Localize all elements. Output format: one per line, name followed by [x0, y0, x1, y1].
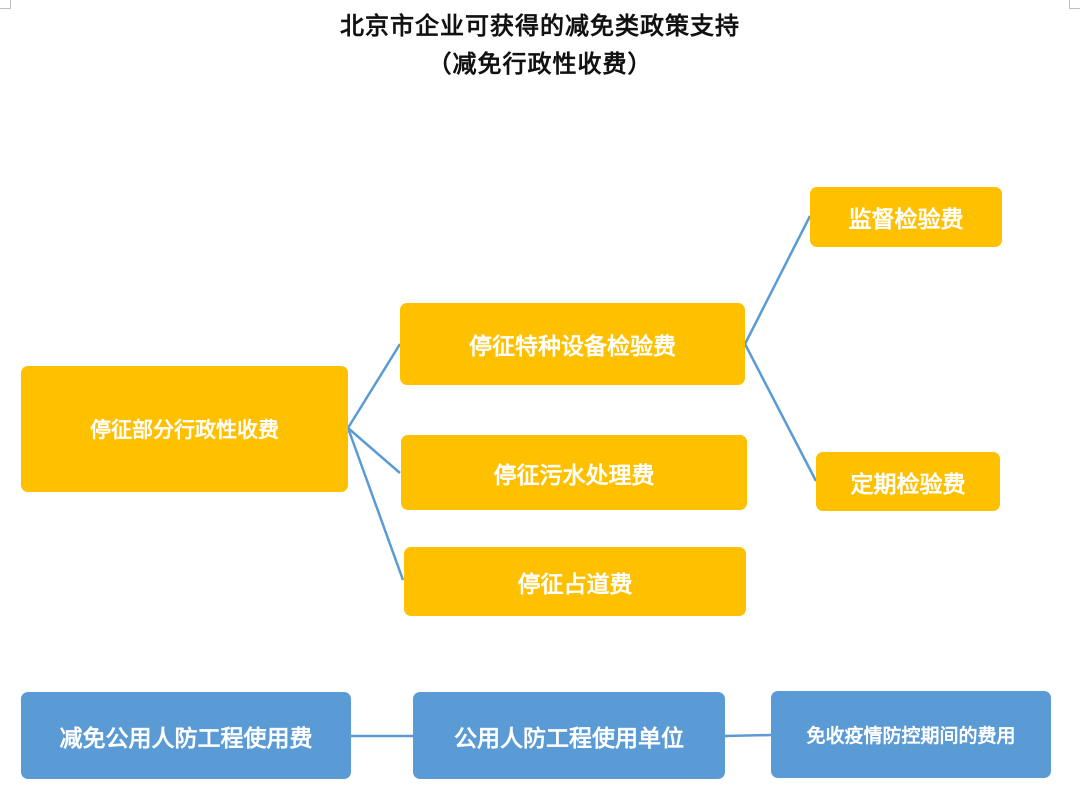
sub-node-supervision-inspection: 监督检验费 — [810, 187, 1002, 247]
branch-node-label: 停征污水处理费 — [493, 462, 655, 489]
branch-node-label: 停征占道费 — [517, 571, 633, 598]
root-node: 停征部分行政性收费 — [21, 366, 348, 492]
flow-node-label: 公用人防工程使用单位 — [454, 725, 684, 752]
branch-node-road-occupation: 停征占道费 — [404, 547, 746, 616]
flow-node-label: 减免公用人防工程使用费 — [59, 725, 313, 752]
page-corner-mark-left — [0, 0, 11, 9]
flow-node-label: 免收疫情防控期间的费用 — [806, 725, 1016, 747]
branch-node-sewage: 停征污水处理费 — [401, 435, 747, 510]
branch-node-special-equipment: 停征特种设备检验费 — [400, 303, 745, 385]
connector-branch-sub-1 — [743, 215, 812, 345]
sub-node-label: 监督检验费 — [848, 207, 964, 233]
page-title: 北京市企业可获得的减免类政策支持 — [340, 12, 740, 40]
sub-node-periodic-inspection: 定期检验费 — [816, 452, 1000, 511]
connector-flow-2-3 — [724, 733, 772, 738]
flow-node-civil-defense-users: 公用人防工程使用单位 — [413, 692, 725, 779]
connector-root-branch-3 — [346, 427, 405, 581]
root-node-label: 停征部分行政性收费 — [90, 418, 279, 442]
flow-node-pandemic-exemption: 免收疫情防控期间的费用 — [771, 691, 1051, 778]
connector-root-branch-2 — [347, 427, 401, 474]
page-corner-mark-right — [1069, 0, 1080, 9]
branch-node-label: 停征特种设备检验费 — [469, 334, 676, 360]
connector-branch-sub-2 — [743, 343, 818, 482]
sub-node-label: 定期检验费 — [850, 471, 966, 498]
page-subtitle: （减免行政性收费） — [427, 50, 653, 78]
connector-root-branch-1 — [346, 343, 402, 429]
flow-node-civil-defense-fee: 减免公用人防工程使用费 — [21, 692, 351, 779]
